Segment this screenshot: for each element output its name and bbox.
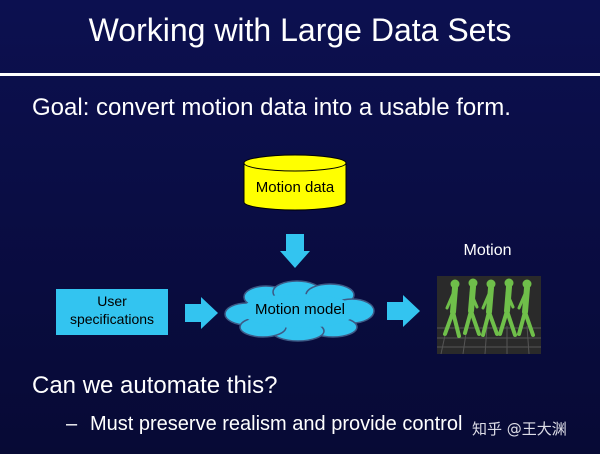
right-arrow-icon [185, 297, 218, 329]
user-box-line2: specifications [69, 311, 155, 327]
user-specifications-box: User specifications [56, 289, 168, 335]
motion-label: Motion [463, 242, 512, 259]
right-arrow-icon [387, 295, 420, 327]
down-arrow-icon [280, 234, 310, 268]
bullet-item: –Must preserve realism and provide contr… [66, 410, 462, 438]
slide-title: Working with Large Data Sets [88, 12, 512, 48]
watermark: 知乎 @王大渊 [472, 420, 567, 438]
title-divider [0, 73, 600, 76]
bullet-dash: – [66, 413, 78, 435]
cloud-label: Motion model [254, 301, 346, 318]
question-text: Can we automate this? [32, 372, 278, 399]
user-box-line1: User [97, 293, 127, 309]
cloud-icon [224, 280, 375, 342]
goal-text: Goal: convert motion data into a usable … [32, 94, 511, 121]
bullet-text: Must preserve realism and provide contro… [90, 413, 463, 435]
walking-figures-image [437, 276, 541, 354]
database-label: Motion data [255, 179, 335, 196]
database-icon [243, 154, 347, 211]
